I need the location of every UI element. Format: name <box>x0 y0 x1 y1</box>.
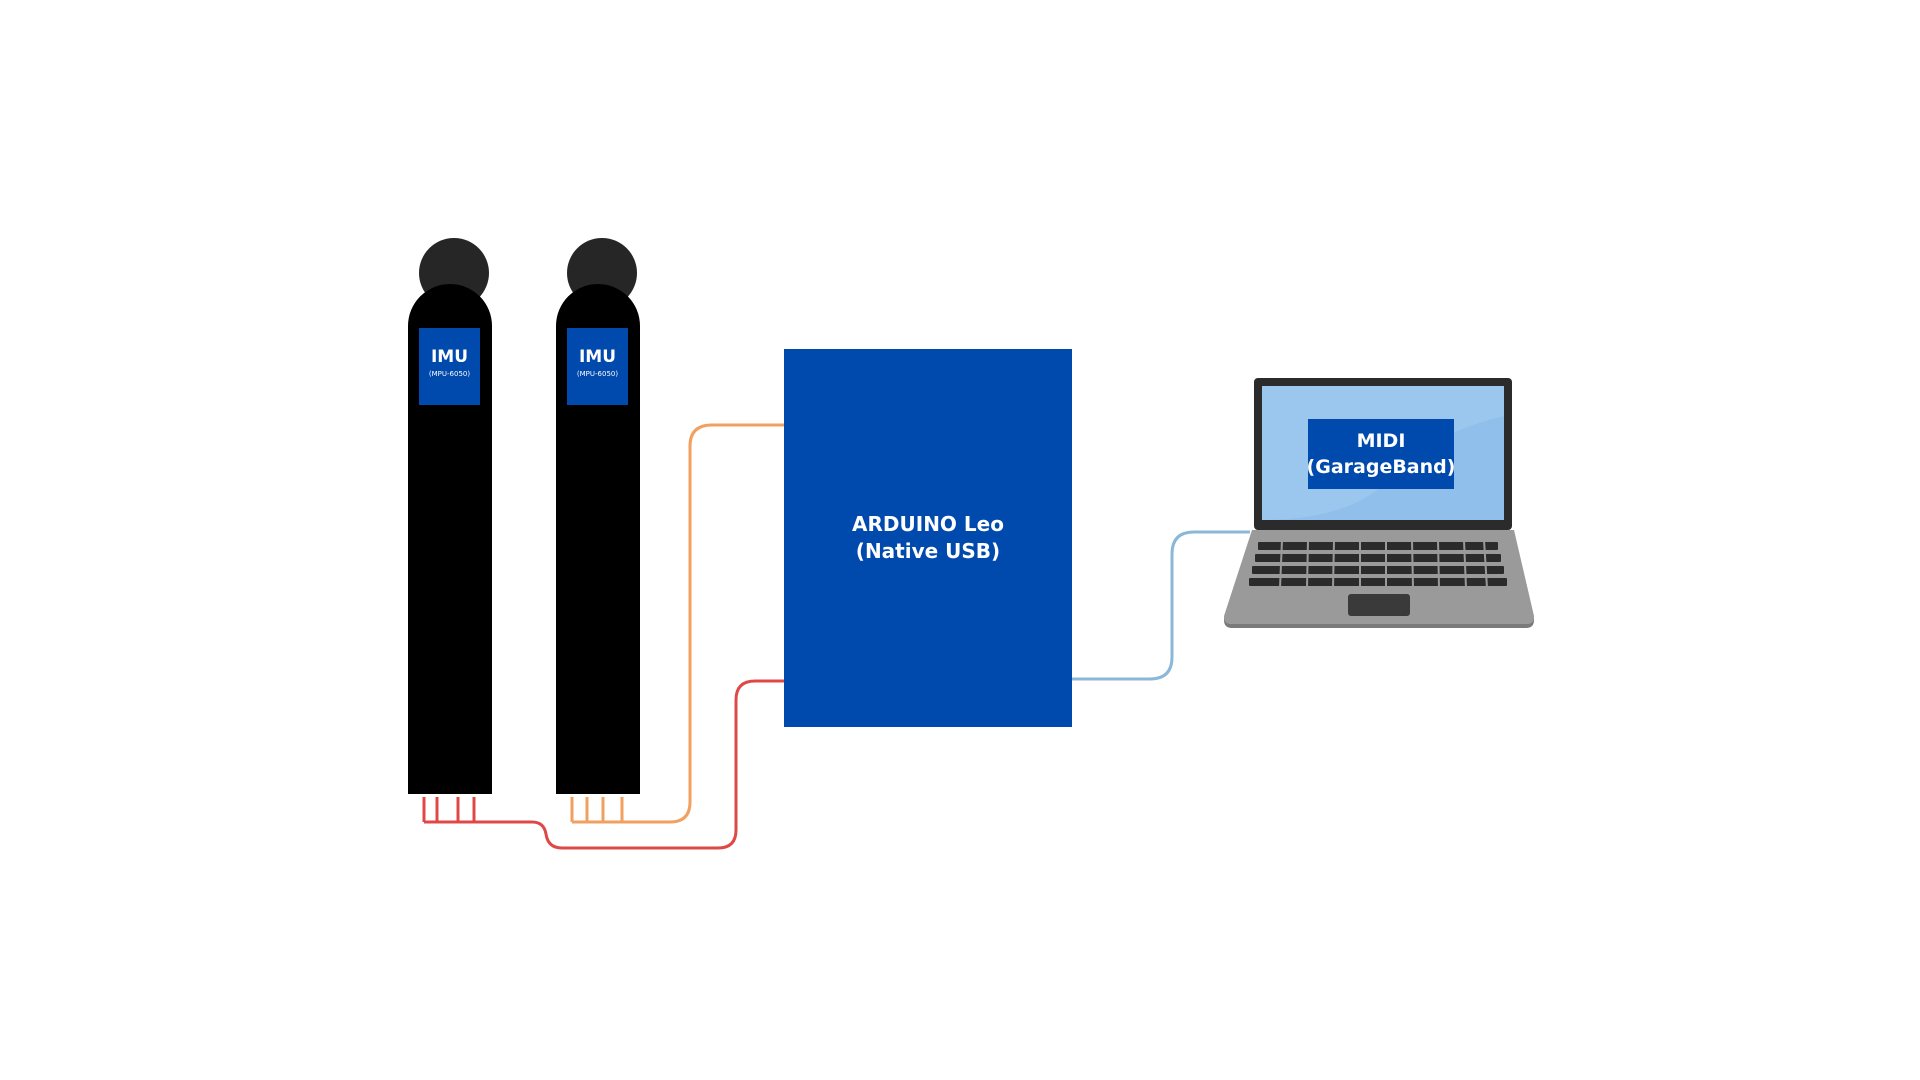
drumstick-right: IMU (MPU-6050) <box>556 238 646 818</box>
key-row-2 <box>1255 554 1501 562</box>
midi-title: MIDI <box>1356 430 1406 452</box>
midi-app: (GarageBand) <box>1306 456 1456 478</box>
board-name: ARDUINO Leo <box>852 512 1004 536</box>
laptop: MIDI (GarageBand) <box>1222 376 1536 628</box>
arduino-board: ARDUINO Leo (Native USB) <box>784 349 1072 727</box>
imu-title: IMU <box>578 347 617 367</box>
usb-cable <box>1072 530 1250 681</box>
midi-software-label: MIDI (GarageBand) <box>1306 419 1456 489</box>
red-wire-path <box>424 679 784 850</box>
key-row-3 <box>1252 566 1504 574</box>
key-row-4 <box>1249 578 1507 586</box>
orange-wire-path <box>572 423 784 824</box>
trackpad <box>1348 594 1410 616</box>
imu-title: IMU <box>430 347 469 367</box>
orange-wire <box>570 423 784 824</box>
laptop-icon <box>1224 378 1534 628</box>
imu-model: (MPU-6050) <box>576 370 619 378</box>
imu-sensor-label: IMU (MPU-6050) <box>419 328 480 405</box>
imu-sensor-label: IMU (MPU-6050) <box>567 328 628 405</box>
drumstick-left: IMU (MPU-6050) <box>408 238 498 818</box>
key-gaps <box>1279 539 1488 589</box>
laptop-base-edge <box>1224 616 1534 628</box>
red-wire <box>422 679 784 850</box>
laptop-base <box>1224 530 1534 624</box>
board-subtitle: (Native USB) <box>855 539 1001 563</box>
key-row-1 <box>1258 542 1498 550</box>
imu-model: (MPU-6050) <box>428 370 471 378</box>
